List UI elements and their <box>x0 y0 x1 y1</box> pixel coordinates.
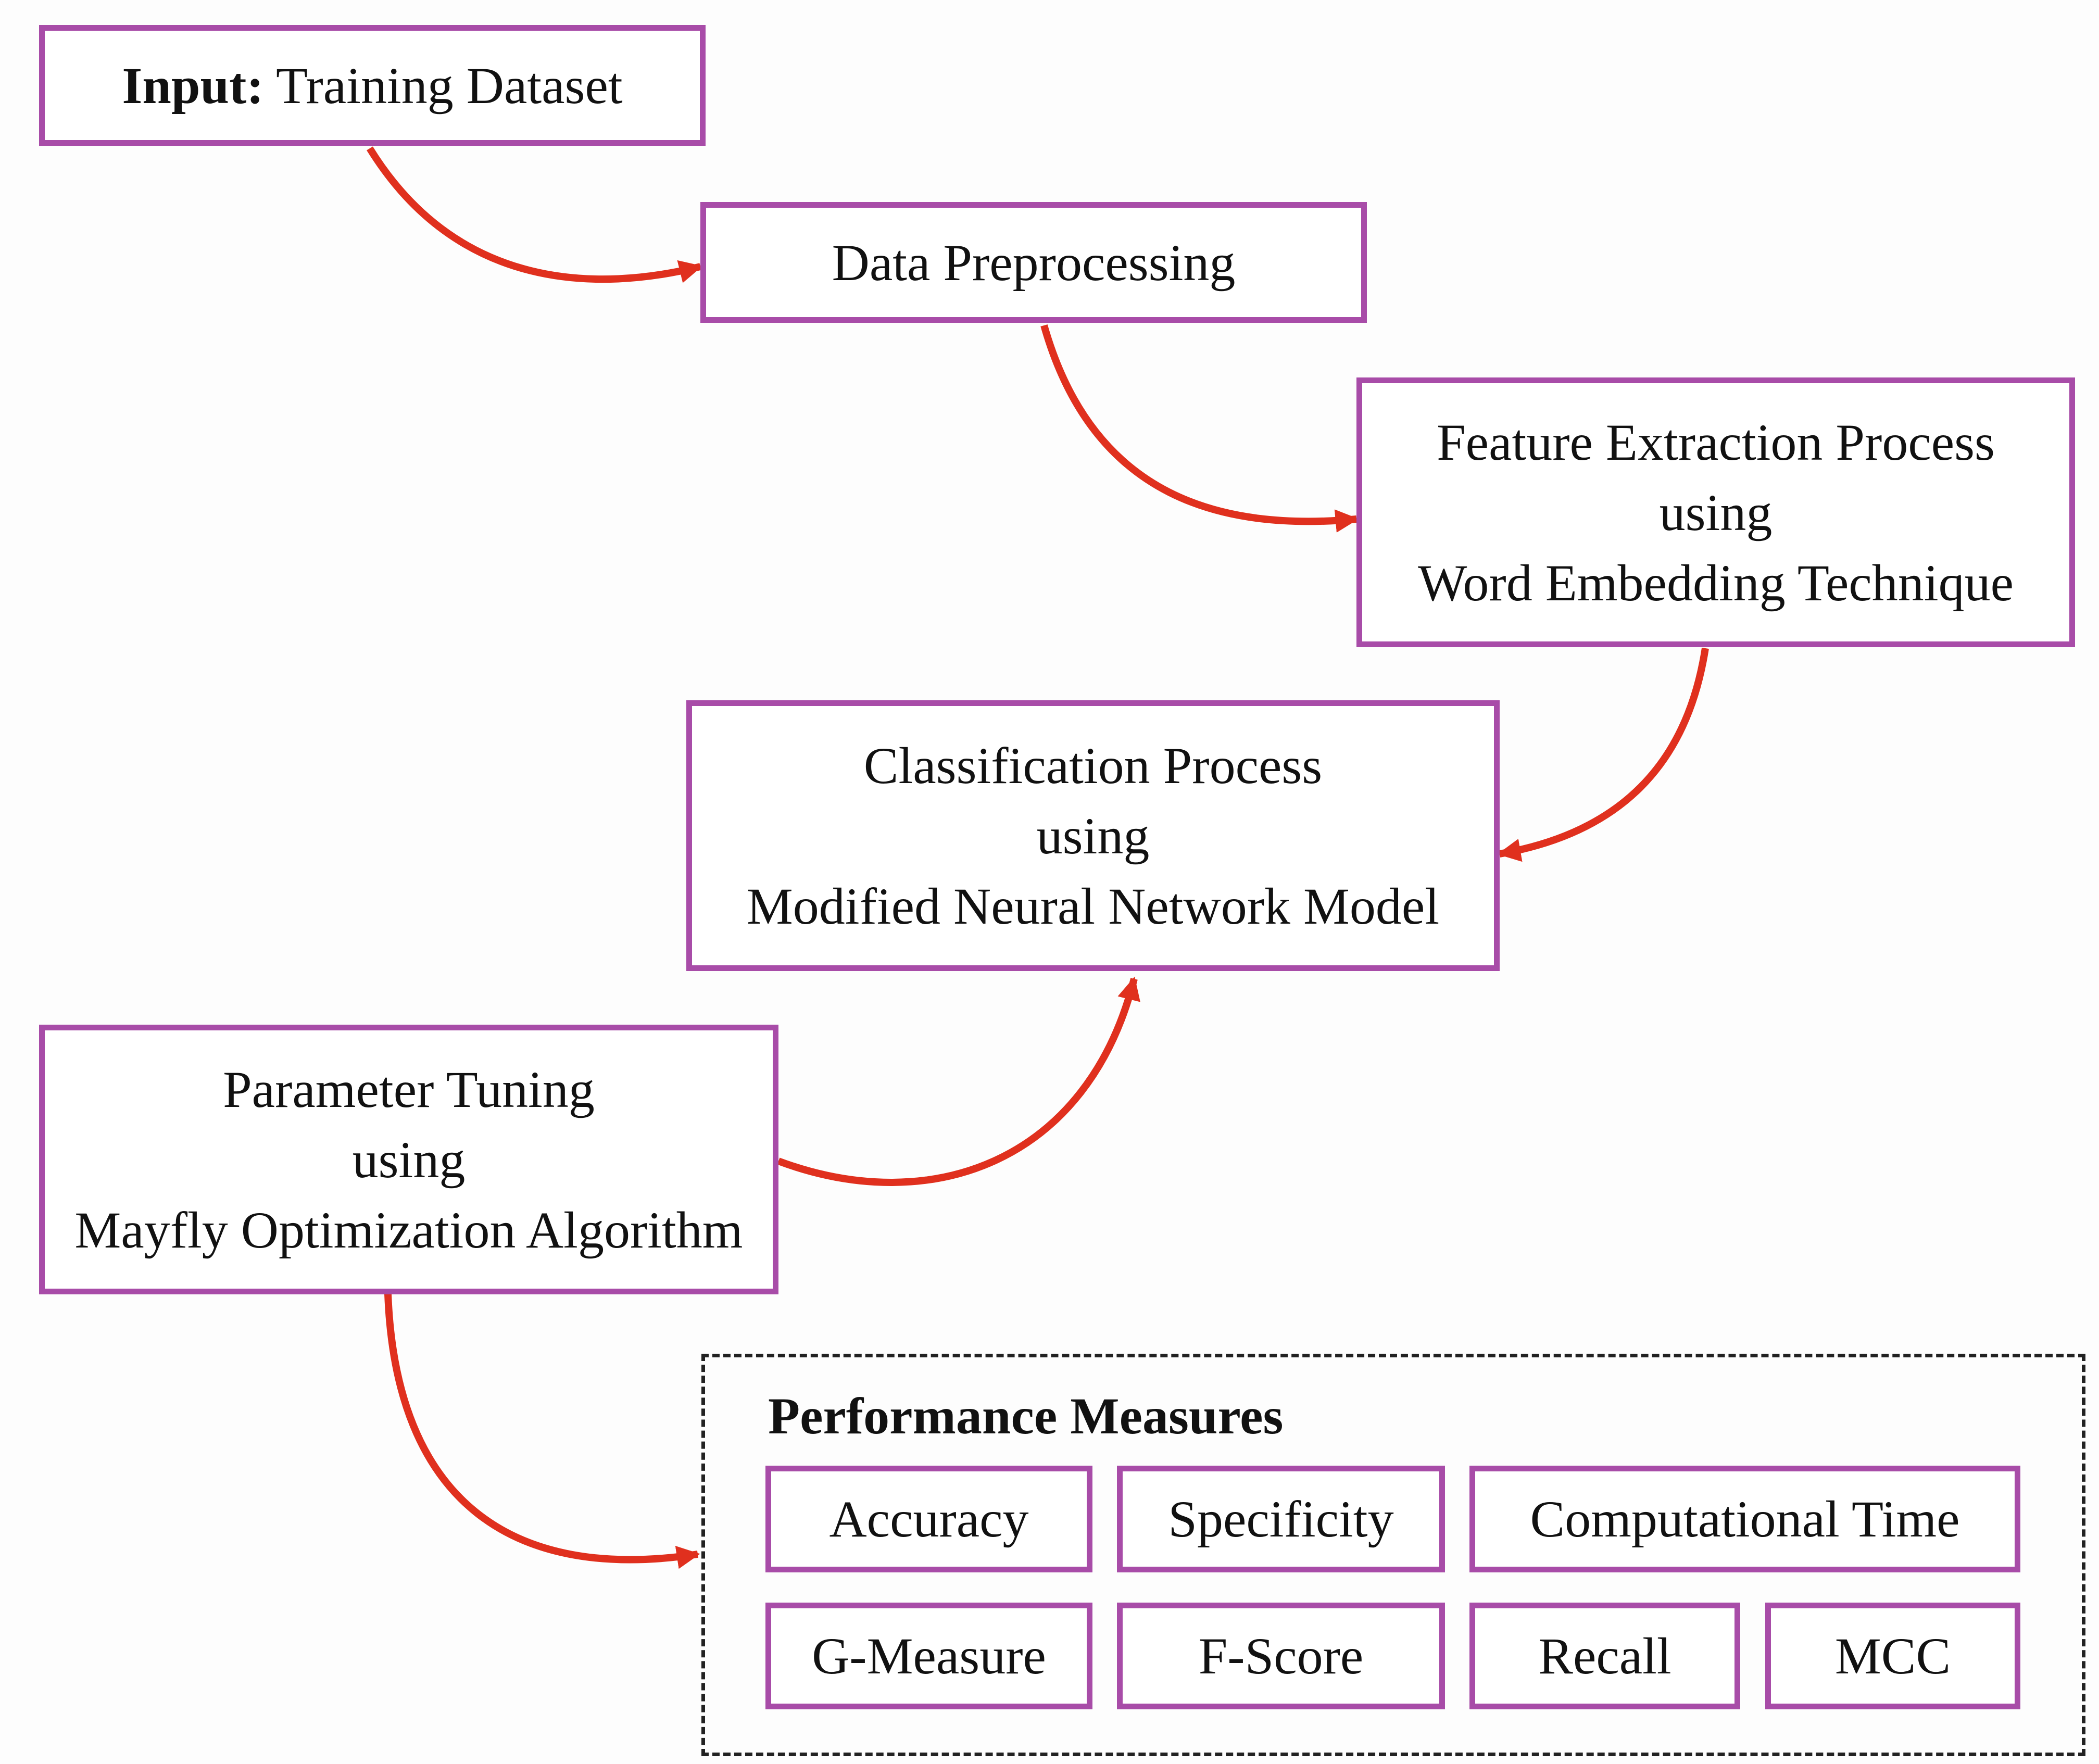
metric-specificity: Specificity <box>1117 1466 1445 1572</box>
metric-mcc: MCC <box>1765 1603 2020 1709</box>
feature-extraction-line3: Word Embedding Technique <box>1418 553 2014 612</box>
input-box: Input: Training Dataset <box>39 25 706 146</box>
classification-line2: using <box>1036 807 1150 865</box>
input-label-text: Training Dataset <box>275 56 623 115</box>
classification-box: Classification Process using Modified Ne… <box>686 700 1500 971</box>
metric-g-measure: G-Measure <box>765 1603 1092 1709</box>
metric-f-score: F-Score <box>1117 1603 1445 1709</box>
arrow-preprocessing-to-feature-extraction <box>1040 324 1359 533</box>
classification-line3: Modified Neural Network Model <box>746 877 1440 935</box>
input-label: Input: Training Dataset <box>122 51 622 121</box>
preprocessing-label: Data Preprocessing <box>832 233 1236 292</box>
tuning-line1: Parameter Tuning <box>223 1060 595 1118</box>
input-label-bold: Input: <box>122 56 264 115</box>
tuning-line3: Mayfly Optimization Algorithm <box>74 1201 743 1259</box>
feature-extraction-line2: using <box>1659 483 1773 541</box>
performance-measures-title: Performance Measures <box>768 1387 1284 1445</box>
tuning-box: Parameter Tuning using Mayfly Optimizati… <box>39 1025 778 1294</box>
arrow-feature-extraction-to-classification <box>1497 647 1709 862</box>
preprocessing-box: Data Preprocessing <box>700 202 1367 323</box>
tuning-line2: using <box>352 1130 466 1189</box>
feature-extraction-line1: Feature Extraction Process <box>1437 413 1995 471</box>
arrow-tuning-to-classification <box>777 976 1140 1186</box>
arrow-input-to-preprocessing <box>367 146 703 283</box>
performance-measures-panel <box>701 1354 2085 1756</box>
classification-line1: Classification Process <box>863 736 1323 795</box>
arrow-tuning-to-performance <box>384 1293 700 1569</box>
metric-computational-time: Computational Time <box>1469 1466 2020 1572</box>
metric-recall: Recall <box>1469 1603 1740 1709</box>
feature-extraction-box: Feature Extraction Process using Word Em… <box>1356 377 2075 647</box>
metric-accuracy: Accuracy <box>765 1466 1092 1572</box>
